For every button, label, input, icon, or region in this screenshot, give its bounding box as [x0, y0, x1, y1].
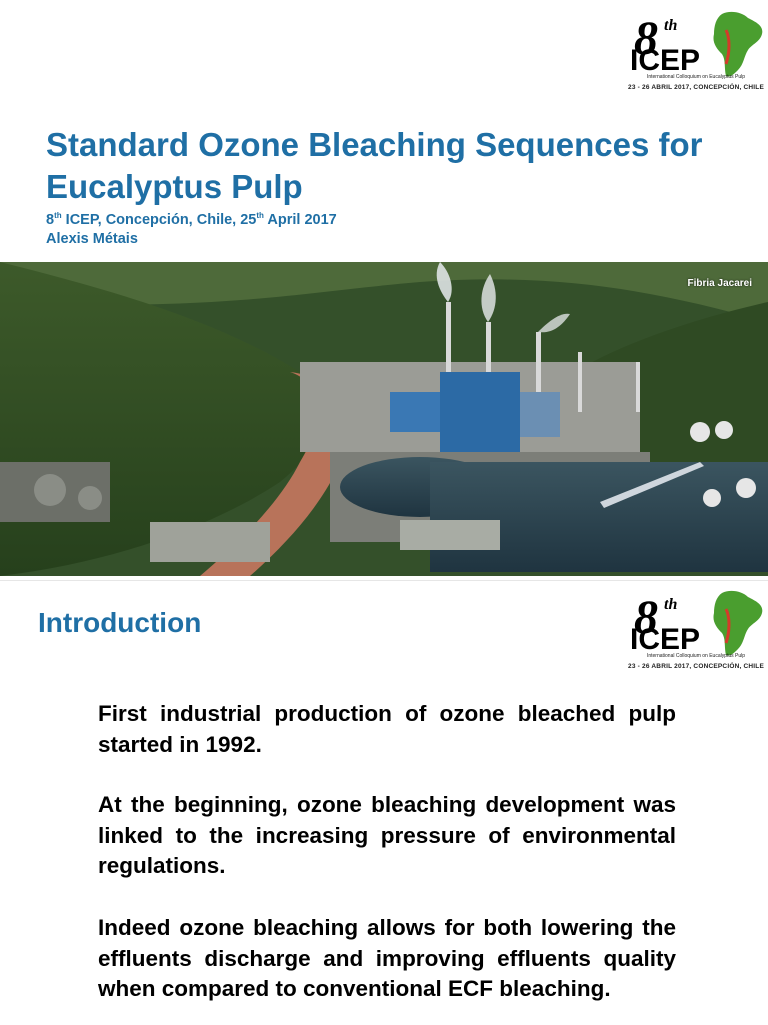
paragraph-3: Indeed ozone bleaching allows for both l… [98, 915, 676, 1001]
slide-heading: Introduction [38, 607, 202, 638]
event-line-part1: 8 [46, 211, 55, 228]
event-line: 8th ICEP, Concepción, Chile, 25th April … [46, 211, 337, 228]
presentation-title: Standard Ozone Bleaching Sequences for E… [46, 126, 703, 205]
logo-numeral: 8 [634, 12, 658, 65]
introduction-slide: Introduction 8 th ICEP International Col… [0, 580, 768, 1025]
icep-logo-graphic: 8 th ICEP [630, 11, 763, 77]
icep-logo: 8 th ICEP International Colloquium on Eu… [626, 8, 766, 100]
logo-dates: 23 - 26 ABRIL 2017, CONCEPCIÓN, CHILE [628, 663, 764, 670]
logo-acronym: ICEP [630, 44, 700, 77]
logo-caption: International Colloquium on Eucalyptus P… [646, 653, 746, 659]
logo-superscript: th [664, 596, 677, 613]
logo-numeral: 8 [634, 591, 658, 644]
icep-logo: 8 th ICEP International Colloquium on Eu… [626, 587, 766, 679]
event-line-sup1: th [54, 211, 62, 220]
south-america-icon [713, 590, 763, 656]
logo-caption: International Colloquium on Eucalyptus P… [646, 74, 746, 80]
event-line-part3: April 2017 [263, 211, 337, 228]
author-name: Alexis Métais [46, 231, 138, 247]
event-line-part2: ICEP, Concepción, Chile, 25 [61, 211, 257, 228]
pulp-mill-aerial-photo: Fibria Jacarei [0, 262, 768, 576]
logo-superscript: th [664, 17, 677, 34]
south-america-icon [713, 11, 763, 77]
logo-acronym: ICEP [630, 623, 700, 656]
photo-credit: Fibria Jacarei [687, 278, 752, 289]
event-line-sup2: th [256, 211, 264, 220]
icep-logo-graphic: 8 th ICEP [630, 590, 763, 656]
logo-dates: 23 - 26 ABRIL 2017, CONCEPCIÓN, CHILE [628, 84, 764, 91]
paragraph-1: First industrial production of ozone ble… [98, 701, 676, 757]
title-slide: 8 th ICEP International Colloquium on Eu… [0, 8, 768, 576]
paragraph-2: At the beginning, ozone bleaching develo… [98, 792, 676, 878]
pulp-mill-illustration [0, 262, 768, 576]
